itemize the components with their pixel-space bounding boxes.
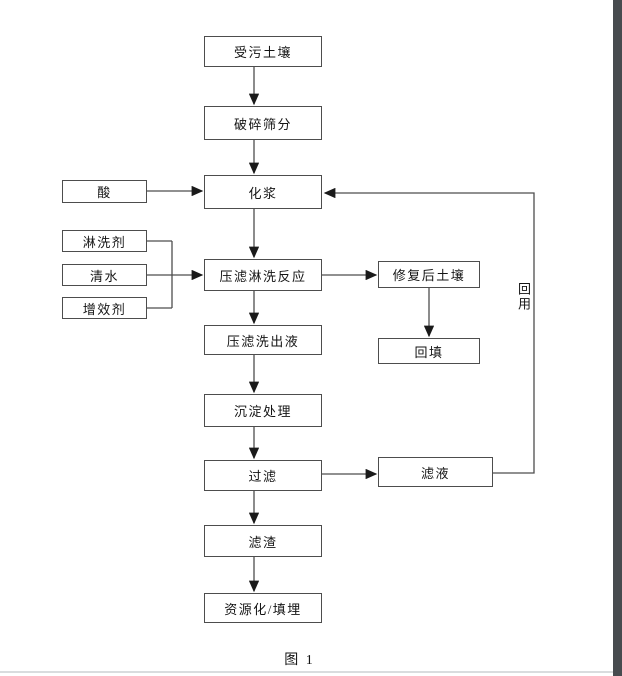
node-press-wash-reaction: 压滤淋洗反应 — [204, 259, 322, 291]
node-washing-agent: 淋洗剂 — [62, 230, 147, 252]
node-press-washout: 压滤洗出液 — [204, 325, 322, 355]
node-filtration: 过滤 — [204, 460, 322, 491]
figure-caption: 图 1 — [284, 653, 315, 668]
node-contaminated-soil: 受污土壤 — [204, 36, 322, 67]
node-filter-residue: 滤渣 — [204, 525, 322, 557]
reuse-edge-label: 回用 — [516, 282, 531, 312]
node-filtrate: 滤液 — [378, 457, 493, 487]
node-backfill: 回填 — [378, 338, 480, 364]
page-right-edge-bar — [613, 0, 622, 676]
node-resource-landfill: 资源化/填埋 — [204, 593, 322, 623]
page-bottom-rule — [0, 671, 613, 673]
node-booster-agent: 增效剂 — [62, 297, 147, 319]
node-restored-soil: 修复后土壤 — [378, 261, 480, 288]
node-sedimentation: 沉淀处理 — [204, 394, 322, 427]
edge-filtrate-to-slurrying — [323, 187, 535, 474]
node-crush-screen: 破碎筛分 — [204, 106, 322, 140]
node-acid: 酸 — [62, 180, 147, 203]
node-clean-water: 清水 — [62, 264, 147, 286]
node-slurrying: 化浆 — [204, 175, 322, 209]
